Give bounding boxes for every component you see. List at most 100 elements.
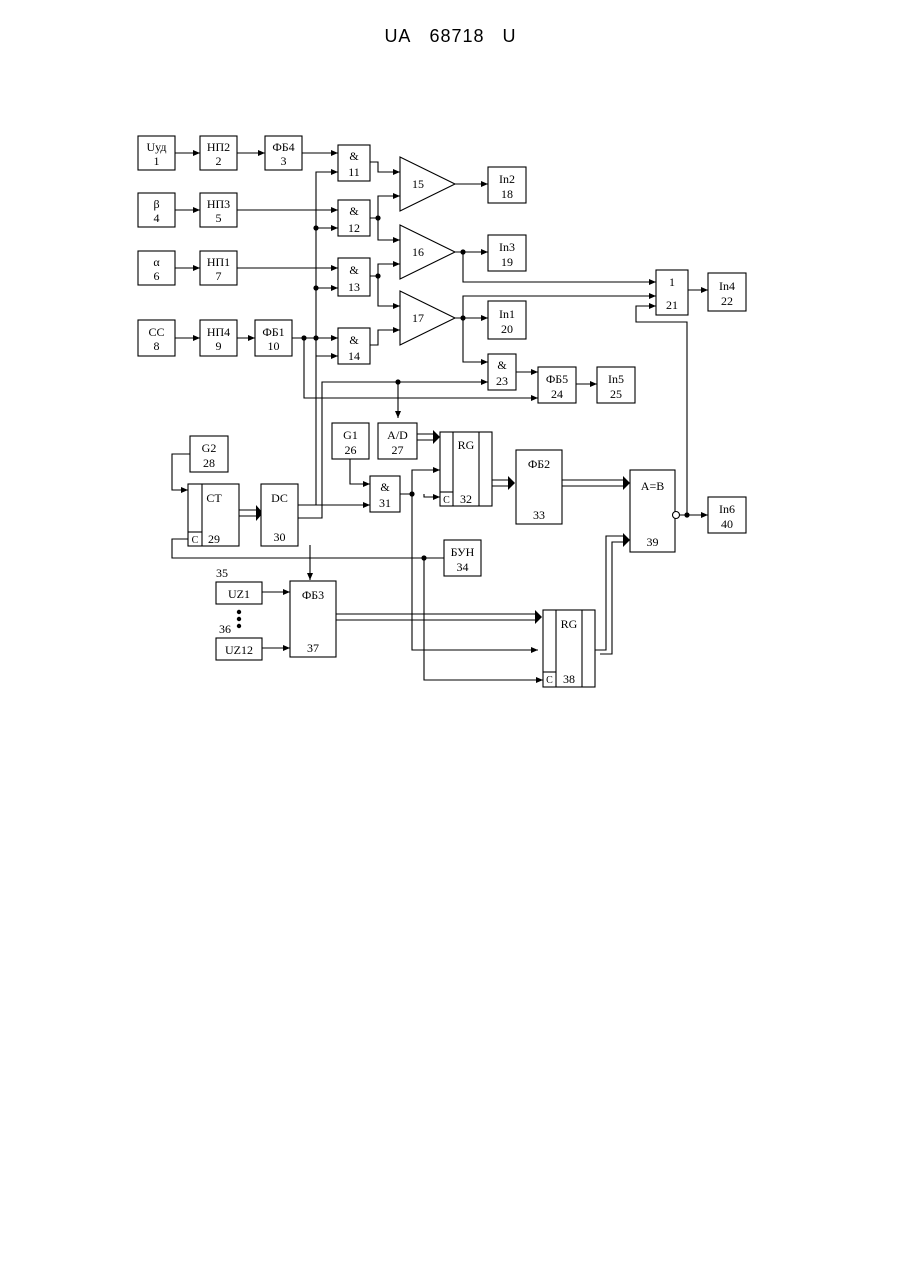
block-31-num: 31: [379, 496, 391, 510]
blocks: Uуд 1 β 4 α 6 CC 8 НП2 2 НП3 5: [138, 136, 746, 687]
block-7-num: 7: [216, 269, 222, 283]
block-37: ФБ3 37: [290, 581, 336, 657]
block-12-label: &: [349, 204, 359, 218]
ellipsis-dots: [237, 610, 241, 628]
block-11-num: 11: [348, 165, 360, 179]
block-32-label: RG: [458, 438, 475, 452]
block-32-num: 32: [460, 492, 472, 506]
block-29-num: 29: [208, 532, 220, 546]
block-1-label: Uуд: [146, 140, 166, 154]
block-10-num: 10: [268, 339, 280, 353]
block-13-label: &: [349, 263, 359, 277]
block-18: In2 18: [488, 167, 526, 203]
block-38-num: 38: [563, 672, 575, 686]
block-25: In5 25: [597, 367, 635, 403]
block-30: DC 30: [261, 484, 298, 546]
block-11: & 11: [338, 145, 370, 181]
block-40: In6 40: [708, 497, 746, 533]
block-29: CT C 29: [188, 484, 239, 546]
block-31: & 31: [370, 476, 400, 512]
block-21-num: 21: [666, 298, 678, 312]
block-26-label: G1: [343, 428, 358, 442]
block-22-label: In4: [719, 279, 735, 293]
block-22: In4 22: [708, 273, 746, 311]
block-2: НП2 2: [200, 136, 237, 170]
block-15: 15: [400, 157, 455, 211]
block-25-label: In5: [608, 372, 624, 386]
block-30-num: 30: [274, 530, 286, 544]
block-28-num: 28: [203, 456, 215, 470]
block-22-num: 22: [721, 294, 733, 308]
block-39-label: A=B: [641, 479, 664, 493]
block-24: ФБ5 24: [538, 367, 576, 403]
block-9-label: НП4: [207, 325, 230, 339]
block-37-label: ФБ3: [302, 588, 324, 602]
block-34: БУН 34: [444, 540, 481, 576]
block-27: A/D 27: [378, 423, 417, 459]
block-24-num: 24: [551, 387, 563, 401]
block-28: G2 28: [190, 436, 228, 472]
block-4-label: β: [153, 197, 159, 211]
block-35: 35 UZ1: [216, 566, 262, 604]
block-6: α 6: [138, 251, 175, 285]
block-9-num: 9: [216, 339, 222, 353]
block-20-num: 20: [501, 322, 513, 336]
block-16-num: 16: [412, 245, 424, 259]
block-5-num: 5: [216, 211, 222, 225]
block-12-num: 12: [348, 221, 360, 235]
block-19: In3 19: [488, 235, 526, 271]
block-35-num: 35: [216, 566, 228, 580]
block-14-label: &: [349, 333, 359, 347]
block-13: & 13: [338, 258, 370, 296]
block-8-label: CC: [148, 325, 164, 339]
block-24-label: ФБ5: [546, 372, 568, 386]
block-18-label: In2: [499, 172, 515, 186]
block-9: НП4 9: [200, 320, 237, 356]
block-33: ФБ2 33: [516, 450, 562, 524]
block-26: G1 26: [332, 423, 369, 459]
block-18-num: 18: [501, 187, 513, 201]
block-35-label: UZ1: [228, 587, 250, 601]
block-31-label: &: [380, 480, 390, 494]
block-34-num: 34: [457, 560, 469, 574]
block-17-num: 17: [412, 311, 424, 325]
block-26-num: 26: [345, 443, 357, 457]
block-36-label: UZ12: [225, 643, 253, 657]
block-2-num: 2: [216, 154, 222, 168]
block-7-label: НП1: [207, 255, 230, 269]
block-20-label: In1: [499, 307, 515, 321]
block-10: ФБ1 10: [255, 320, 292, 356]
block-40-label: In6: [719, 502, 735, 516]
block-28-label: G2: [202, 441, 217, 455]
block-3: ФБ4 3: [265, 136, 302, 170]
block-38-clk: C: [546, 675, 553, 686]
block-21: 1 21: [656, 270, 688, 315]
block-8: CC 8: [138, 320, 175, 356]
block-37-num: 37: [307, 641, 319, 655]
block-14-num: 14: [348, 349, 360, 363]
block-30-label: DC: [271, 491, 288, 505]
block-38-label: RG: [561, 617, 578, 631]
block-32: RG C 32: [440, 432, 492, 506]
block-4: β 4: [138, 193, 175, 227]
block-6-num: 6: [154, 269, 160, 283]
block-17: 17: [400, 291, 455, 345]
block-38: RG C 38: [543, 610, 595, 687]
block-14: & 14: [338, 328, 370, 364]
block-23-num: 23: [496, 374, 508, 388]
block-20: In1 20: [488, 301, 526, 339]
block-1-num: 1: [154, 154, 160, 168]
block-8-num: 8: [154, 339, 160, 353]
block-16: 16: [400, 225, 455, 279]
block-33-num: 33: [533, 508, 545, 522]
block-5-label: НП3: [207, 197, 230, 211]
block-3-num: 3: [281, 154, 287, 168]
block-5: НП3 5: [200, 193, 237, 227]
block-13-num: 13: [348, 280, 360, 294]
block-10-label: ФБ1: [262, 325, 284, 339]
block-40-num: 40: [721, 517, 733, 531]
block-25-num: 25: [610, 387, 622, 401]
block-32-clk: C: [443, 495, 450, 506]
block-29-clk: C: [192, 535, 199, 546]
